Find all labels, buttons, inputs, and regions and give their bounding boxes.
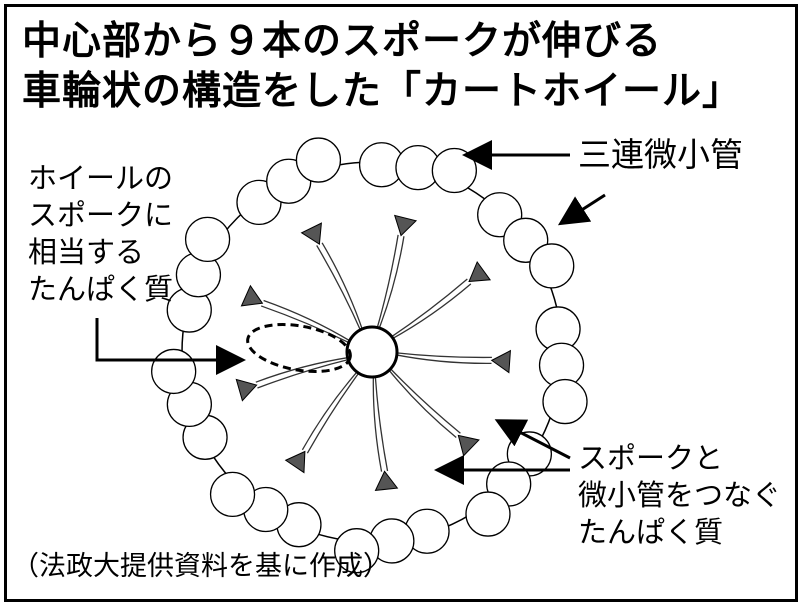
microtubule — [542, 378, 588, 425]
spoke-line — [390, 283, 472, 341]
microtubule — [209, 471, 256, 518]
label-linker-protein: スポークと 微小管をつなぐ たんぱく質 — [578, 440, 781, 551]
label-line: スポークと — [578, 441, 724, 475]
microtubule — [529, 243, 575, 289]
arrow-spoke-protein — [95, 318, 246, 375]
spoke-triangle — [374, 470, 399, 491]
spoke-triangle — [393, 214, 418, 237]
spoke-line — [316, 245, 363, 333]
spoke-triangle — [300, 222, 322, 246]
microtubule — [184, 216, 231, 263]
arrow-linker-1 — [494, 419, 571, 460]
arrow-triplet-right — [557, 193, 606, 226]
spoke-line — [388, 278, 468, 339]
spoke-triangle — [284, 450, 306, 474]
figure-frame — [4, 4, 798, 602]
spoke-triangle — [490, 349, 511, 374]
spoke-line — [372, 373, 383, 472]
label-spoke-protein: ホイールの スポークに 相当する たんぱく質 — [28, 160, 173, 308]
label-line: たんぱく質 — [28, 272, 174, 306]
label-triplet-microtubule: 三連微小管 — [578, 135, 743, 174]
title-line-1: 中心部から９本のスポークが伸びる — [22, 19, 663, 64]
label-line: 相当する — [28, 235, 145, 269]
spoke-line — [306, 370, 361, 454]
source-credit: （法政大提供資料を基に作成） — [12, 551, 390, 582]
spoke-line — [301, 369, 360, 451]
spoke-line — [393, 351, 492, 359]
label-line: ホイールの — [28, 161, 174, 195]
spoke-line — [260, 305, 352, 345]
spoke-line — [377, 236, 405, 332]
spoke-triangle — [235, 378, 258, 402]
spoke-line — [393, 353, 492, 365]
spoke-triangle — [468, 260, 492, 283]
spoke-triangle — [240, 284, 264, 307]
spoke-line — [374, 373, 389, 472]
title-line-2: 車輪状の構造をした「カートホイール」 — [22, 69, 743, 114]
spoke-line — [263, 299, 353, 343]
spoke-triangle — [457, 434, 480, 457]
spoke-line — [387, 366, 461, 434]
annotation-arrows — [95, 140, 606, 485]
microtubule — [151, 348, 197, 395]
label-line: 微小管をつなぐ — [578, 478, 782, 512]
spoke-line — [321, 242, 364, 333]
central-hub — [345, 325, 399, 379]
label-line: スポークに — [28, 198, 174, 232]
spoke-line — [257, 358, 352, 389]
microtubule — [295, 137, 342, 183]
spoke-line — [255, 356, 351, 383]
spoke-line — [386, 367, 457, 439]
microtubule — [334, 528, 380, 574]
microtubule — [465, 491, 511, 537]
spoke-line — [375, 234, 399, 331]
label-line: たんぱく質 — [578, 515, 724, 549]
highlight-ellipse — [246, 323, 352, 373]
